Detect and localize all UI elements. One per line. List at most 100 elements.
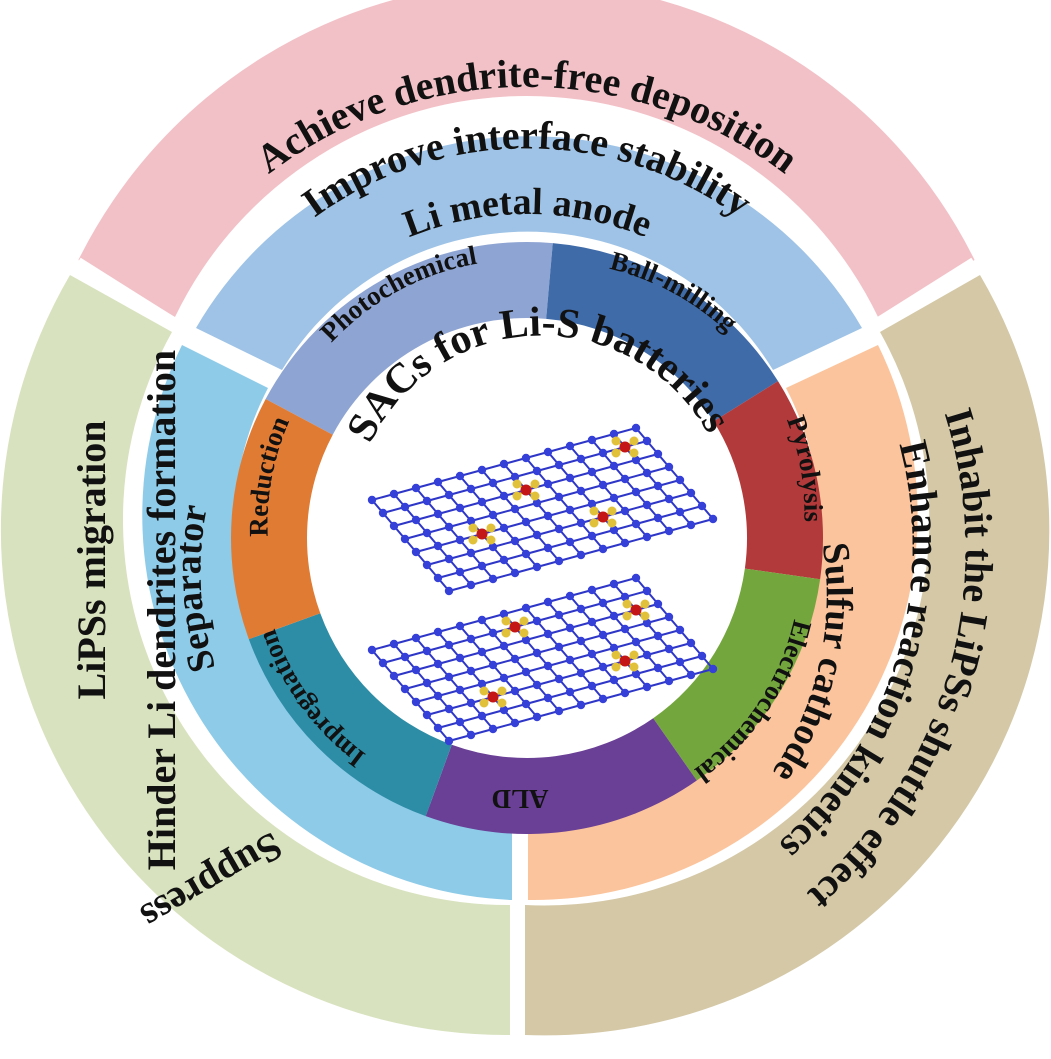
coordination-atom: [589, 506, 599, 516]
middle-ring: [142, 136, 918, 901]
lattice-atom: [620, 624, 630, 634]
graphene-sheets-graphic: [367, 423, 718, 746]
lattice-atom: [543, 693, 553, 703]
lattice-atom: [609, 493, 619, 503]
lattice-atom: [466, 548, 476, 558]
lattice-atom: [697, 501, 707, 511]
coordination-atom: [486, 523, 496, 533]
lattice-atom: [642, 586, 652, 596]
lattice-atom: [642, 618, 652, 628]
lattice-atom: [543, 447, 553, 457]
lattice-atom: [598, 480, 608, 490]
coordination-atom: [589, 518, 599, 528]
lattice-atom: [378, 508, 388, 518]
coordination-atom: [468, 535, 478, 545]
outer-segment-right: [525, 275, 1050, 1036]
coordination-atom: [512, 491, 522, 501]
lattice-atom: [587, 617, 597, 627]
lattice-atom: [576, 486, 586, 496]
lattice-atom: [620, 688, 630, 698]
lattice-atom: [499, 523, 509, 533]
lattice-atom: [499, 673, 509, 683]
coordination-atom: [611, 650, 621, 660]
coordination-atom: [607, 518, 617, 528]
lattice-atom: [664, 676, 674, 686]
lattice-atom: [565, 655, 575, 665]
lattice-atom: [587, 531, 597, 541]
inner-segment-photochemical: [265, 242, 553, 435]
lattice-atom: [587, 467, 597, 477]
lattice-atom: [411, 665, 421, 675]
lattice-atom: [389, 639, 399, 649]
lattice-atom: [708, 664, 718, 674]
lattice-atom: [554, 460, 564, 470]
lattice-atom: [477, 679, 487, 689]
lattice-atom: [411, 697, 421, 707]
coordination-atom: [622, 611, 632, 621]
lattice-atom: [499, 641, 509, 651]
middle-segment-top: [196, 136, 862, 370]
lattice-atom: [532, 530, 542, 540]
outer-segment-left: [0, 275, 510, 1036]
metal-atom: [509, 621, 521, 633]
lattice-atom: [565, 473, 575, 483]
lattice-atom: [488, 724, 498, 734]
lattice-atom: [521, 699, 531, 709]
inner-segment-pyrolysis: [713, 381, 823, 580]
lattice-atom: [642, 682, 652, 692]
lattice-atom: [411, 515, 421, 525]
lattice-atom: [422, 678, 432, 688]
coordination-atom: [497, 686, 507, 696]
lattice-atom: [433, 573, 443, 583]
lattice-atom: [433, 691, 443, 701]
lattice-atom: [675, 657, 685, 667]
lattice-atom: [587, 435, 597, 445]
lattice-atom: [686, 488, 696, 498]
outer-left-line1: LiPSs migration: [69, 421, 114, 700]
lattice-atom: [620, 474, 630, 484]
lattice-atom: [543, 661, 553, 671]
lattice-atom: [642, 436, 652, 446]
lattice-atom: [675, 507, 685, 517]
lattice-atom: [466, 698, 476, 708]
coordination-atom: [479, 686, 489, 696]
lattice-atom: [708, 514, 718, 524]
lattice-atom: [598, 544, 608, 554]
lattice-atom: [411, 547, 421, 557]
lattice-atom: [521, 453, 531, 463]
lattice-atom: [521, 517, 531, 527]
lattice-atom: [631, 637, 641, 647]
lattice-atom: [532, 466, 542, 476]
metal-atom: [487, 691, 499, 703]
lattice-atom: [576, 550, 586, 560]
lattice-atom: [598, 662, 608, 672]
lattice-atom: [510, 536, 520, 546]
lattice-atom: [609, 429, 619, 439]
outer-left-line3: Hinder Li dendrites formation: [139, 350, 184, 870]
coordination-atom: [486, 535, 496, 545]
lattice-atom: [664, 462, 674, 472]
segment-divider: [75, 257, 189, 335]
lattice-atom: [510, 504, 520, 514]
lattice-atom: [554, 492, 564, 502]
lattice-atom: [444, 554, 454, 564]
lattice-atom: [609, 579, 619, 589]
coordination-atom: [611, 436, 621, 446]
lattice-atom: [620, 506, 630, 516]
lattice-atom: [554, 610, 564, 620]
lattice-atom: [411, 483, 421, 493]
lattice-atom: [554, 706, 564, 716]
lattice-atom: [543, 629, 553, 639]
lattice-atom: [488, 574, 498, 584]
lattice-atom: [466, 730, 476, 740]
coordination-atom: [497, 698, 507, 708]
coordination-atom: [479, 698, 489, 708]
lattice-atom: [433, 659, 443, 669]
lattice-atom: [675, 625, 685, 635]
lattice-atom: [488, 510, 498, 520]
metal-atom: [619, 441, 631, 453]
inner-segment-ald: [425, 718, 697, 834]
metal-atom: [520, 484, 532, 496]
lattice-atom: [565, 623, 575, 633]
lattice-atom: [598, 448, 608, 458]
